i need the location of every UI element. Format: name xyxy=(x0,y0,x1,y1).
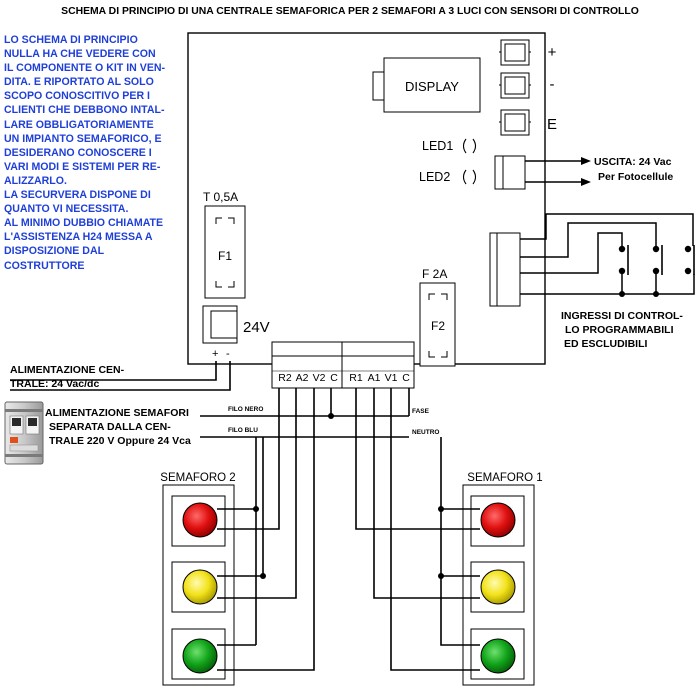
terminal-a1: A1 xyxy=(368,372,381,384)
note-line: COSTRUTTORE xyxy=(4,259,85,272)
semaforo1-green-light xyxy=(480,638,516,674)
wire-label-filo-nero: FILO NERO xyxy=(228,406,263,413)
note-line: IL COMPONENTE O KIT IN VEN- xyxy=(4,62,166,75)
semaforo1-junctions xyxy=(438,506,444,579)
minus-button-label: - xyxy=(550,76,555,93)
led2-label: LED2 xyxy=(419,170,450,184)
terminal-c-right: C xyxy=(402,372,410,384)
semaforo1-red-light xyxy=(480,502,516,538)
terminal-r1: R1 xyxy=(349,372,363,384)
note-line: NULLA HA CHE VEDERE CON xyxy=(4,48,156,61)
switch-3 xyxy=(684,245,695,275)
central-supply-wires xyxy=(10,361,231,391)
note-line: UN IMPIANTO SEMAFORICO, E xyxy=(4,132,162,145)
semaforo2-green-light xyxy=(182,638,218,674)
note-line: DESIDERANO CONOSCERE I xyxy=(4,146,152,159)
control-input-wiring xyxy=(520,213,695,295)
terminal-block-semaforo2: R2 A2 V2 C xyxy=(271,341,343,389)
semaforo1-label: SEMAFORO 1 xyxy=(467,472,542,484)
power-minus-label: - xyxy=(226,348,230,360)
note-line: SCOPO CONOSCITIVO PER I xyxy=(4,90,150,103)
note-line: QUANTO VI NECESSITA. xyxy=(4,203,129,216)
output-label-line2: Per Fotocellule xyxy=(598,171,673,183)
output-wires xyxy=(525,157,591,186)
semaforo2-wiring xyxy=(217,388,315,671)
note-line: ALIZZARLO. xyxy=(4,174,67,187)
enter-button[interactable]: E xyxy=(499,109,557,136)
fuse-f1-rating: T 0,5A xyxy=(203,190,238,204)
enter-button-label: E xyxy=(547,116,557,133)
fuse-f2: F 2A F2 xyxy=(419,267,456,367)
terminal-block-semaforo1: R1 A1 V1 C xyxy=(341,341,415,389)
terminal-v2: V2 xyxy=(313,372,326,384)
central-supply-label-line1: ALIMENTAZIONE CEN- xyxy=(10,364,125,376)
fuse-f2-rating: F 2A xyxy=(422,267,447,281)
wire-label-fase: FASE xyxy=(412,408,430,415)
input-connector xyxy=(489,232,521,307)
note-line: AL MINIMO DUBBIO CHIAMATE xyxy=(4,217,164,230)
display-label: DISPLAY xyxy=(405,79,459,94)
terminal-a2: A2 xyxy=(296,372,309,384)
wire-label-neutro: NEUTRO xyxy=(412,429,439,436)
semaforo2-yellow-light xyxy=(182,569,218,605)
semaforo1-yellow-light xyxy=(480,569,516,605)
output-label-line1: USCITA: 24 Vac xyxy=(594,156,672,168)
terminal-c-left: C xyxy=(330,372,338,384)
switch-1 xyxy=(618,245,629,275)
note-line: LA SECURVERA DISPONE DI xyxy=(4,189,151,202)
fuse-f2-name: F2 xyxy=(431,319,445,333)
note-line: VARI MODI E SISTEMI PER RE- xyxy=(4,160,161,173)
lamp-supply-label-line1: ALIMENTAZIONE SEMAFORI xyxy=(45,407,189,419)
semaforo2-red-light xyxy=(182,502,218,538)
plus-button[interactable]: + xyxy=(499,39,557,66)
power-plus-label: + xyxy=(212,348,218,360)
note-line: CLIENTI CHE DEBBONO INTAL- xyxy=(4,104,165,117)
led1: LED1 xyxy=(422,138,477,154)
wire-label-filo-blu: FILO BLU xyxy=(228,427,258,434)
minus-button[interactable]: - xyxy=(499,72,555,99)
inputs-label-line3: ED ESCLUDIBILI xyxy=(564,338,648,350)
led1-label: LED1 xyxy=(422,139,453,153)
disclaimer-note: LO SCHEMA DI PRINCIPIO NULLA HA CHE VEDE… xyxy=(4,33,186,273)
note-line: LARE OBBLIGATORIAMENTE xyxy=(4,118,154,131)
central-supply-label-line2: TRALE: 24 Vac/dc xyxy=(10,378,99,390)
terminal-r2: R2 xyxy=(278,372,292,384)
power-voltage-label: 24V xyxy=(243,319,270,336)
inputs-label-line1: INGRESSI DI CONTROL- xyxy=(561,310,683,322)
power-input-block: 24V + - xyxy=(202,305,270,360)
lamp-supply-label-line2: SEPARATA DALLA CEN- xyxy=(49,421,171,433)
semaforo2-junctions xyxy=(253,506,266,579)
page-title: SCHEMA DI PRINCIPIO DI UNA CENTRALE SEMA… xyxy=(61,6,639,17)
display: DISPLAY xyxy=(372,57,481,113)
semaforo2-label: SEMAFORO 2 xyxy=(160,472,235,484)
note-line: L'ASSISTENZA H24 MESSA A xyxy=(4,231,153,244)
circuit-breaker-icon xyxy=(4,401,44,465)
switch-junctions xyxy=(619,291,659,297)
inputs-label-line2: LO PROGRAMMABILI xyxy=(565,324,674,336)
switch-2 xyxy=(652,245,663,275)
plus-button-label: + xyxy=(548,44,557,61)
terminal-v1: V1 xyxy=(385,372,398,384)
fuse-f1: T 0,5A F1 xyxy=(203,190,246,299)
lamp-supply-label-line3: TRALE 220 V Oppure 24 Vca xyxy=(49,435,191,447)
led2: LED2 xyxy=(419,169,477,185)
note-line: DITA. E RIPORTATO AL SOLO xyxy=(4,76,154,89)
output-connector xyxy=(494,155,526,190)
supply-junctions xyxy=(328,413,334,419)
fuse-f1-name: F1 xyxy=(218,249,232,263)
note-line: LO SCHEMA DI PRINCIPIO xyxy=(4,34,138,46)
control-board xyxy=(187,32,546,365)
note-line: DISPOSIZIONE DAL xyxy=(4,245,105,258)
